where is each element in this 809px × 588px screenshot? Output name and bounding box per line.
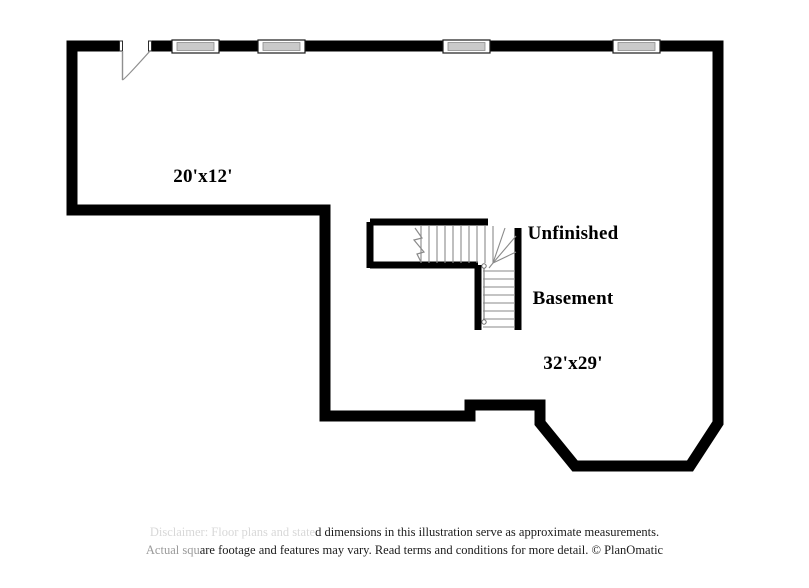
stair-direction-arrow xyxy=(412,227,426,263)
room-a-dimensions: 20'x12' xyxy=(173,166,233,188)
room-b-name-line1: Unfinished xyxy=(527,223,619,245)
door-jamb-left xyxy=(119,40,123,52)
exterior-wall-path xyxy=(66,40,724,472)
staircase xyxy=(366,218,522,330)
door-assembly xyxy=(119,39,152,81)
disclaimer-line-2-faded: Actual squ xyxy=(145,542,200,557)
disclaimer-line-1-faded: Disclaimer: Floor plans and state xyxy=(149,525,316,539)
window-3 xyxy=(442,39,491,54)
door-opening-gap xyxy=(121,39,151,53)
room-b-name-line2: Basement xyxy=(532,288,614,310)
unfinished-basement-label: Unfinished Basement 32'x29' xyxy=(478,180,668,418)
stair-newel-bottom xyxy=(481,319,487,325)
disclaimer-line-1: Disclaimer: Floor plans and stated dimen… xyxy=(0,524,809,542)
window-group xyxy=(171,39,661,54)
disclaimer-text: Disclaimer: Floor plans and stated dimen… xyxy=(0,524,809,560)
door-swing-arc xyxy=(122,50,151,81)
room-dimension-label: 20'x12' xyxy=(118,123,288,231)
door-jamb-right xyxy=(148,40,152,52)
exterior-walls xyxy=(66,40,724,472)
window-4 xyxy=(612,39,661,54)
stair-treads-lower xyxy=(483,270,515,328)
stair-treads-upper xyxy=(420,226,486,263)
disclaimer-line-1-visible: d dimensions in this illustration serve … xyxy=(315,525,660,539)
disclaimer-line-2: Actual square footage and features may v… xyxy=(0,542,809,560)
window-2 xyxy=(257,39,306,54)
stair-winder-treads xyxy=(488,226,517,269)
disclaimer-line-2-visible: are footage and features may vary. Read … xyxy=(199,542,664,557)
stair-newel-top xyxy=(481,263,487,269)
room-b-dimensions: 32'x29' xyxy=(543,353,603,375)
window-1 xyxy=(171,39,220,54)
